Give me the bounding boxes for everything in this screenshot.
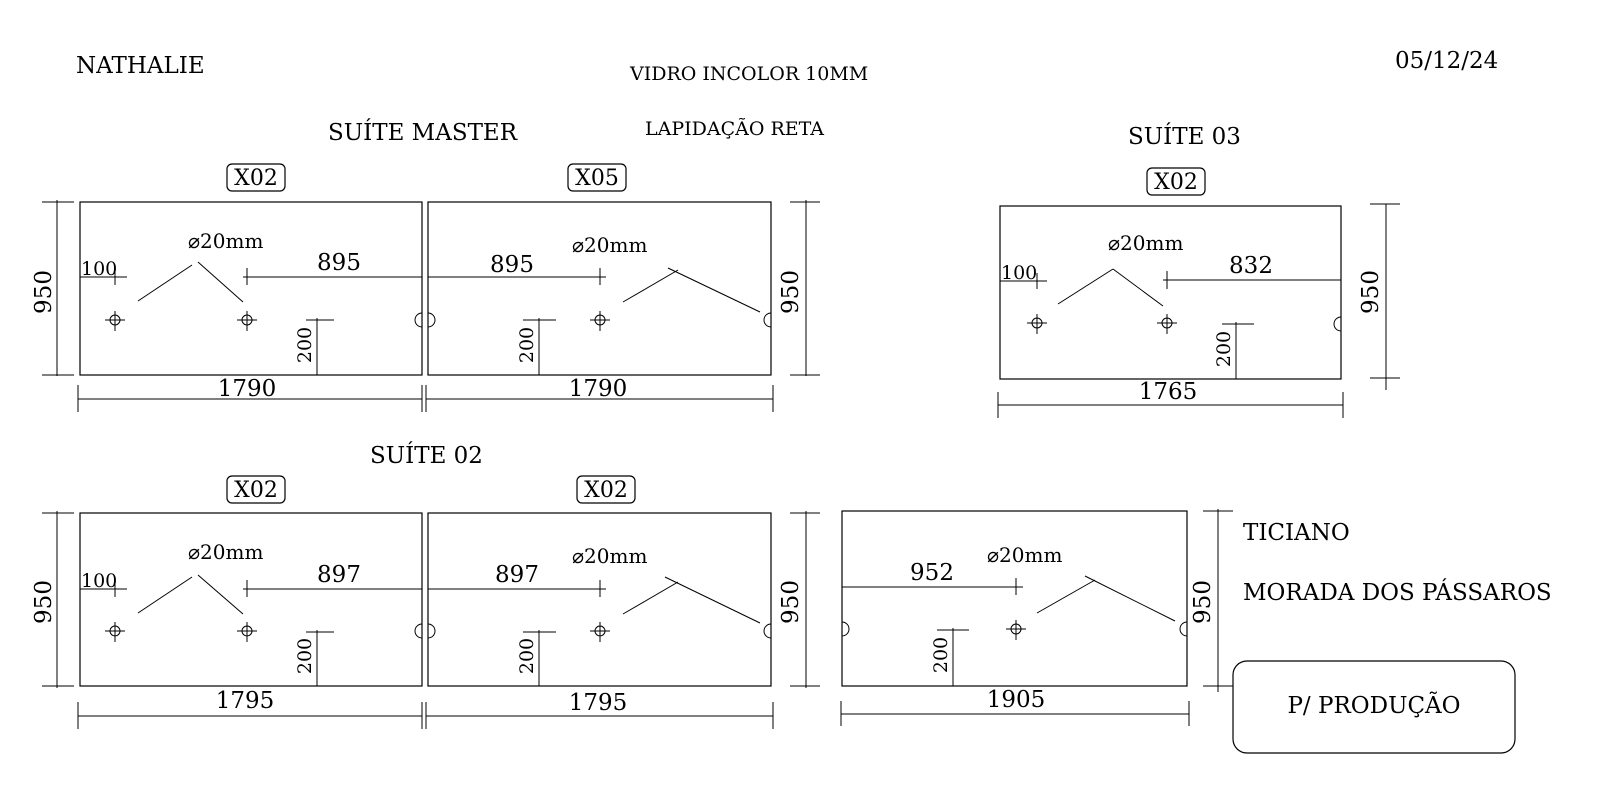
glass-panel-6: 950 1905 ⌀20mm 952 200 [840,509,1233,726]
panel-code-badge [576,475,636,504]
project-name: MORADA DOS PÁSSAROS [1243,579,1552,606]
section-title-suite-master: SUÍTE MASTER [328,119,518,146]
hole-diameter-label: ⌀20mm [1108,231,1183,255]
bottom-offset-dimension: 200 [516,327,538,363]
edge-offset-dimension: 100 [81,570,117,592]
glass-outline [999,205,1342,380]
width-dimension: 1790 [218,376,277,402]
hole-diameter-label: ⌀20mm [188,229,263,253]
glass-panel-5: X02 950 1795 ⌀20mm 897 200 [425,475,820,729]
panel-code: X02 [584,478,628,503]
glass-outline [79,512,423,687]
width-dimension: 1790 [569,376,628,402]
hole-marker [594,314,606,326]
bottom-offset-dimension: 200 [930,637,952,673]
panel-code: X05 [575,166,619,191]
hole-spacing-dimension: 897 [495,562,539,588]
panel-code-badge [567,163,627,192]
edge-finish-label: LAPIDAÇÃO RETA [645,118,824,140]
panel-code-badge [1146,167,1206,196]
hole-diameter-label: ⌀20mm [188,540,263,564]
hole-diameter-label: ⌀20mm [572,233,647,257]
hole-marker [1161,317,1173,329]
edge-offset-dimension: 100 [81,258,117,280]
panel-code-badge [226,475,286,504]
bottom-offset-dimension: 200 [1213,331,1235,367]
width-dimension: 1905 [987,687,1046,713]
bottom-offset-dimension: 200 [294,327,316,363]
status-stamp: P/ PRODUÇÃO [1287,691,1460,719]
width-dimension: 1765 [1139,379,1198,405]
panel-code-badge [226,163,286,192]
glass-outline [427,512,772,687]
bottom-offset-dimension: 200 [294,638,316,674]
height-dimension: 950 [778,580,804,624]
height-dimension: 950 [1190,580,1216,624]
glass-outline [79,201,423,376]
architect-name: TICIANO [1243,520,1350,546]
hole-marker [109,314,121,326]
height-dimension: 950 [778,270,804,314]
hole-spacing-dimension: 952 [910,560,954,586]
material-label: VIDRO INCOLOR 10MM [629,63,868,85]
hole-marker [594,625,606,637]
hole-marker [109,625,121,637]
glass-outline [427,201,772,376]
width-dimension: 1795 [569,690,628,716]
hole-diameter-label: ⌀20mm [987,543,1062,567]
bottom-offset-dimension: 200 [516,638,538,674]
client-name: NATHALIE [76,53,205,79]
edge-offset-dimension: 100 [1001,262,1037,284]
hole-spacing-dimension: 832 [1229,253,1273,279]
section-title-suite-03: SUÍTE 03 [1128,123,1241,150]
section-title-suite-02: SUÍTE 02 [370,442,483,469]
height-dimension: 950 [1358,270,1384,314]
panel-code: X02 [234,166,278,191]
hole-marker [241,625,253,637]
width-dimension: 1795 [216,688,275,714]
glass-panel-2: X05 950 1790 ⌀20mm 895 200 [425,163,820,412]
hole-marker [241,314,253,326]
glass-outline [841,510,1188,687]
height-dimension: 950 [31,580,57,624]
status-stamp-box [1232,660,1516,754]
glass-panel-3: X02 950 1765 ⌀20mm 100 832 200 [997,167,1400,418]
date-label: 05/12/24 [1395,48,1498,74]
hole-marker [1031,317,1043,329]
panel-code: X02 [1154,170,1198,195]
hole-diameter-label: ⌀20mm [572,544,647,568]
hole-spacing-dimension: 897 [317,562,361,588]
hole-spacing-dimension: 895 [317,250,361,276]
hole-marker [1010,623,1022,635]
glass-panel-1: X02 950 1790 ⌀20mm 100 895 200 [31,163,423,412]
glass-panel-4: X02 950 1795 ⌀20mm 100 897 200 [31,475,423,729]
height-dimension: 950 [31,270,57,314]
panel-code: X02 [234,478,278,503]
hole-spacing-dimension: 895 [490,252,534,278]
